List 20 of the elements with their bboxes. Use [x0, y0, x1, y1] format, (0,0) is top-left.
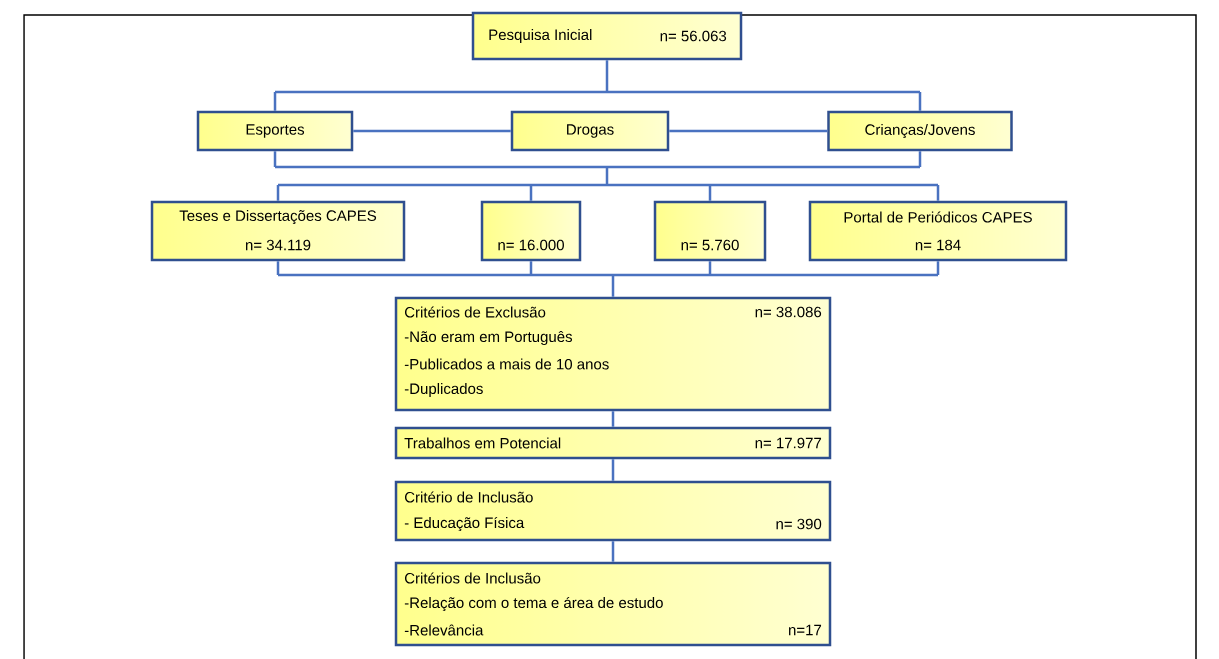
process-box: Critérios de Exclusão n= 38.086 -Não eram em Português -Publicados a mais de 10 anos -Duplicados: [394, 296, 832, 412]
process-box: Critério de Inclusão - Educação Física n= 390: [394, 480, 832, 542]
connector-line: [611, 459, 615, 481]
connector-line: [273, 151, 940, 201]
process-box: Drogas: [510, 110, 670, 152]
process-box: Critérios de Inclusão -Relação com o tema e área de estudo -Relevância n=17: [394, 561, 832, 647]
connector-line: [669, 129, 828, 133]
connector-line: [276, 261, 940, 297]
connector-line: [611, 411, 615, 427]
process-box: Portal de Periódicos CAPES n= 184: [808, 200, 1068, 262]
process-box: n= 5.760: [653, 200, 767, 262]
connector-line: [273, 60, 922, 111]
process-box: Pesquisa Inicial n= 56.063: [471, 11, 743, 61]
process-box: Trabalhos em Potencial n= 17.977: [394, 426, 832, 460]
process-box: Teses e Dissertações CAPES n= 34.119: [150, 200, 406, 262]
process-box: n= 16.000: [480, 200, 582, 262]
process-box: Esportes: [196, 110, 354, 152]
connector-line: [353, 129, 511, 133]
process-box: Crianças/Jovens: [827, 110, 1013, 152]
connector-line: [611, 541, 615, 562]
